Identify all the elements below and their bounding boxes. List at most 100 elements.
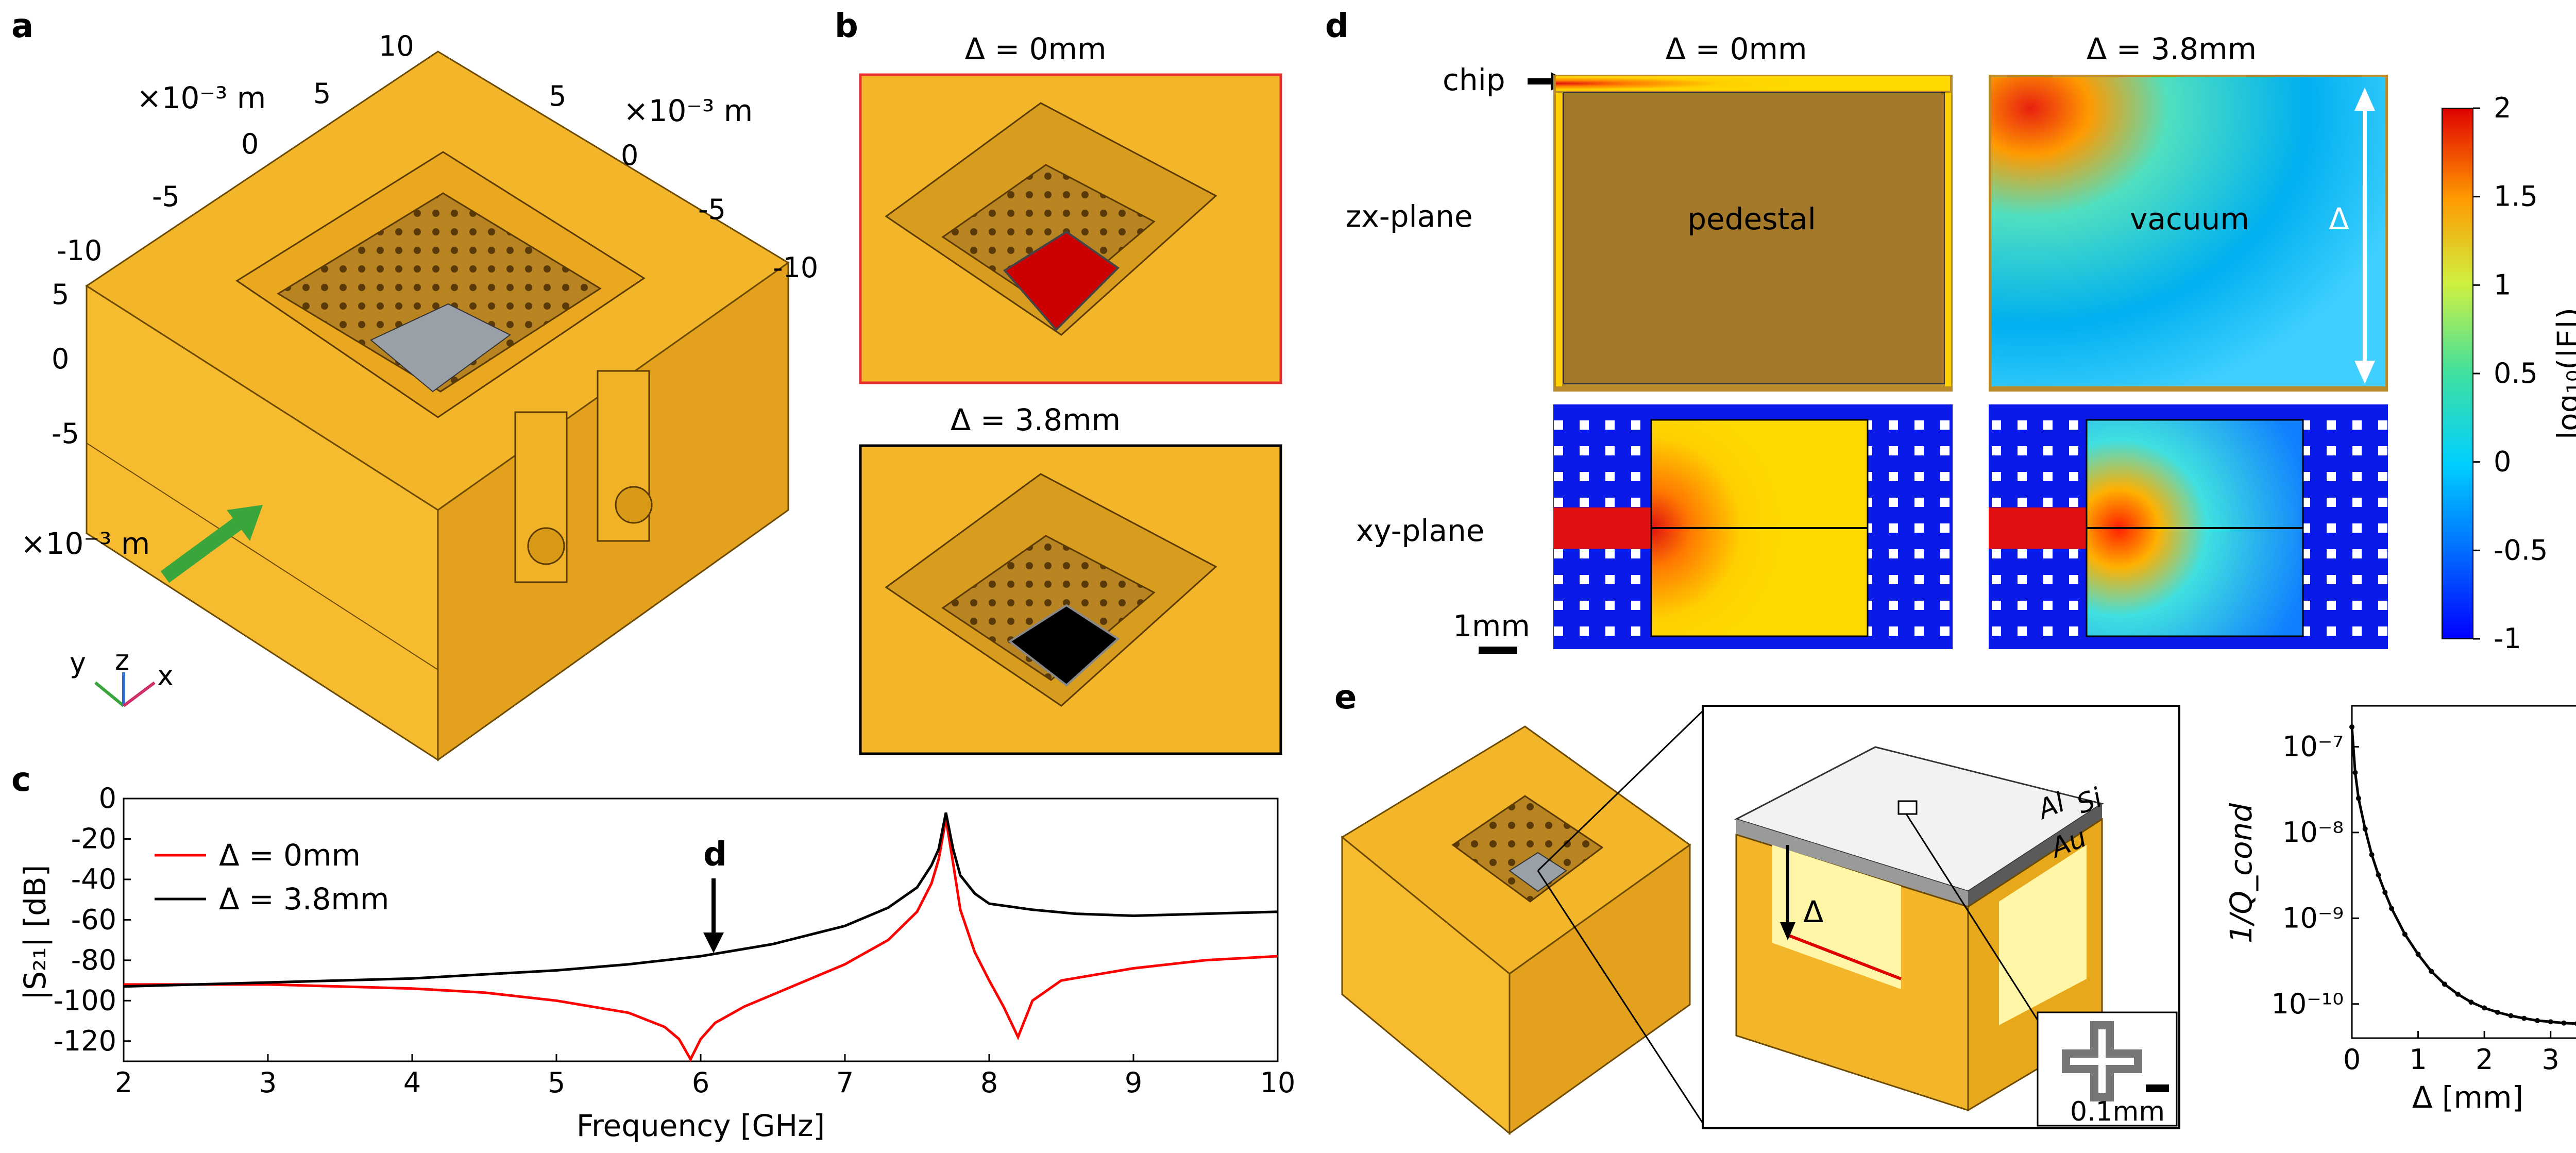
y-tick-label: -20	[71, 822, 116, 855]
inset-delta-label: Δ	[1803, 894, 1824, 929]
row-label-xy: xy-plane	[1356, 513, 1484, 548]
x-tick-label: 4	[403, 1066, 421, 1099]
connector-port	[527, 527, 565, 565]
x-tick-label: 2	[115, 1066, 132, 1099]
annotation-arrow-head	[703, 932, 724, 953]
connector-port	[615, 486, 653, 524]
colorbar-ticks: 21.510.50-0.5-1	[2473, 92, 2548, 655]
scale-bar	[2146, 1084, 2169, 1092]
x-tick-label: 3	[2542, 1043, 2560, 1076]
x-tick-label: 3	[259, 1066, 277, 1099]
axis-tick: 0	[241, 128, 259, 160]
colorbar-tick-label: 0	[2494, 446, 2511, 478]
panel-c-xlabel: Frequency [GHz]	[577, 1108, 825, 1143]
x-tick-label: 6	[692, 1066, 709, 1099]
data-point	[2415, 952, 2421, 957]
legend-entry: Δ = 0mm	[219, 838, 361, 873]
zoom-line	[1905, 813, 2039, 1021]
axis-unit-upper-left: ×10⁻³ m	[137, 80, 266, 115]
chip-side-layer	[1968, 804, 2102, 907]
y-tick-label: 0	[99, 782, 116, 815]
data-point	[2561, 1020, 2567, 1026]
panel-b-top-title: Δ = 0mm	[964, 31, 1106, 66]
zoom-marker	[1897, 800, 1918, 815]
panel-e-plot-frame	[2351, 705, 2576, 1039]
chip	[370, 303, 511, 393]
vacuum-black	[1008, 604, 1120, 687]
data-point	[2548, 1019, 2553, 1025]
x-tick-label: 7	[836, 1066, 854, 1099]
data-point	[2362, 826, 2368, 832]
data-point	[2574, 1021, 2576, 1026]
axis-triad: y z x	[70, 644, 174, 707]
axis-tick: -10	[773, 251, 818, 284]
panel-d-col-title: Δ = 0mm	[1665, 31, 1807, 66]
data-point	[2402, 931, 2408, 937]
x-tick-label: 1	[2409, 1043, 2427, 1076]
row-label-zx: zx-plane	[1346, 199, 1473, 234]
axis-unit-upper-right: ×10⁻³ m	[623, 93, 753, 128]
data-point	[2521, 1015, 2527, 1021]
panel-a-label: a	[11, 7, 33, 45]
cavity-floor	[277, 192, 602, 393]
x-tick-label: 0	[2343, 1043, 2361, 1076]
axis-tick: 5	[313, 77, 331, 110]
data-point	[2369, 852, 2375, 858]
panel-e-label: e	[1334, 679, 1357, 717]
box-seam	[86, 443, 438, 670]
field-edge	[1945, 93, 1951, 386]
cavity-floor	[941, 535, 1156, 681]
field-edge	[1556, 93, 1562, 386]
colorbar-tick-label: 1	[2494, 268, 2511, 301]
y-tick-label: 10⁻⁷	[2282, 730, 2344, 762]
region-label-vacuum: vacuum	[2130, 201, 2249, 236]
panel-b-label: b	[835, 7, 858, 45]
axis-tick: -5	[698, 193, 726, 226]
cavity-window	[1999, 845, 2087, 1025]
y-tick-label: -100	[53, 984, 116, 1016]
axis-tick: 10	[379, 30, 414, 62]
panel-e-series	[2349, 724, 2576, 1026]
triad-x-label: x	[157, 659, 174, 692]
data-point	[2349, 724, 2354, 730]
xy-feed-field	[1553, 507, 1656, 549]
data-point	[2376, 872, 2381, 878]
xy-feed-field	[1989, 507, 2092, 549]
data-point	[2352, 770, 2358, 775]
colorbar-tick-label: -0.5	[2494, 534, 2548, 566]
data-point	[2355, 795, 2361, 801]
y-tick-label: -120	[53, 1025, 116, 1057]
axis-tick: 0	[52, 343, 69, 375]
triad-y-label: y	[70, 647, 86, 679]
scale-bar-label: 0.1mm	[2070, 1096, 2165, 1127]
data-point	[2389, 906, 2395, 911]
zoom-line	[1537, 710, 1704, 872]
data-point	[2482, 1005, 2487, 1011]
axis-unit-lower-left: ×10⁻³ m	[21, 526, 150, 561]
data-point	[2535, 1018, 2540, 1024]
axis-tick: 0	[621, 139, 638, 172]
pedestal-edge	[1787, 934, 1902, 980]
data-point	[2442, 981, 2447, 987]
series-line-1	[123, 812, 1278, 988]
panel-d-col-title: Δ = 3.8mm	[2087, 31, 2257, 66]
colorbar-label: log₁₀(|E|)	[2551, 308, 2576, 439]
annotation-d: d	[703, 836, 727, 874]
pedestal-region	[1563, 92, 1945, 384]
x-tick-label: 8	[980, 1066, 998, 1099]
x-tick-label: 5	[548, 1066, 565, 1099]
series-line	[2350, 726, 2576, 1025]
delta-arrow-head	[1780, 922, 1795, 940]
colorbar-tick-label: 2	[2494, 92, 2511, 124]
axis-tick: -10	[57, 234, 102, 267]
scale-bar	[1479, 647, 1517, 654]
cavity-floor	[941, 164, 1156, 310]
y-tick-label: 10⁻⁹	[2282, 902, 2344, 934]
panel-d-label: d	[1325, 7, 1349, 45]
series-line-0	[124, 818, 1278, 1062]
delta-label: Δ	[2329, 201, 2349, 236]
input-arrow	[160, 514, 247, 583]
